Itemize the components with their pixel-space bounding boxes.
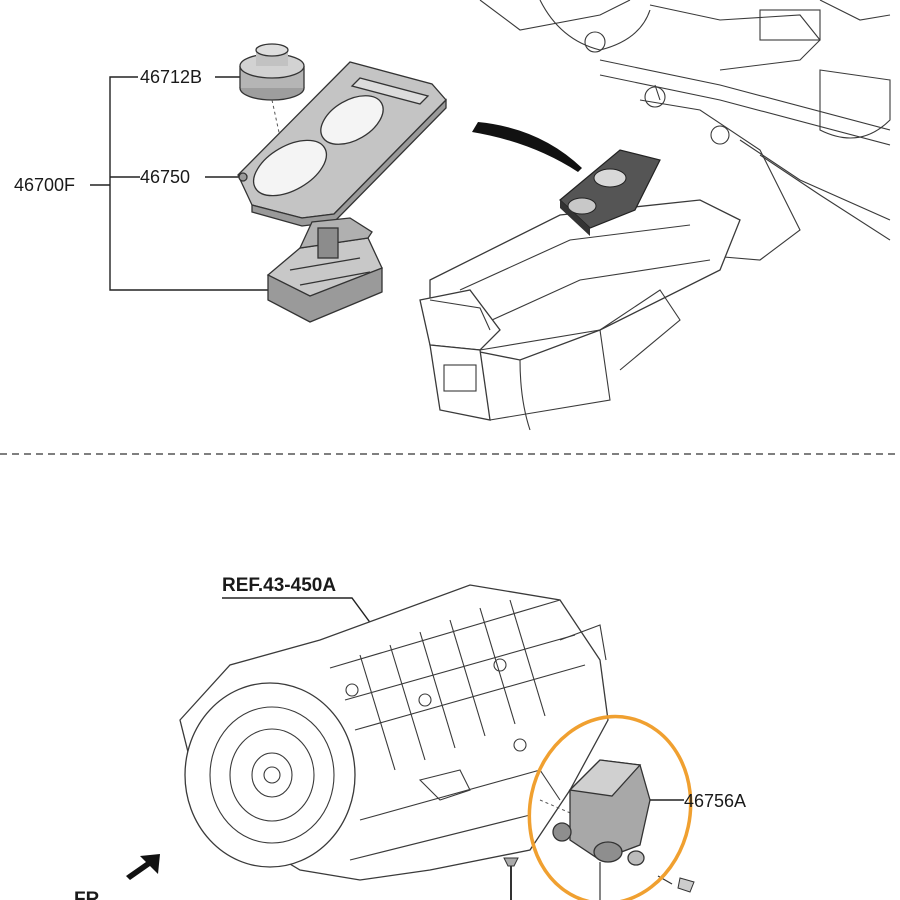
bracket-46700f <box>90 76 268 291</box>
arrow-left-down-icon <box>122 854 160 880</box>
label-46712b: 46712B <box>140 67 202 87</box>
shifter-assembly-group: 46700F 46712B 46750 <box>14 0 891 431</box>
label-46700f: 46700F <box>14 175 75 195</box>
front-marker: FR <box>74 854 160 900</box>
label-46756a: 46756A <box>684 791 746 811</box>
car-console-sketch <box>419 0 891 431</box>
label-fr: FR <box>74 889 100 900</box>
knob-part <box>239 43 305 101</box>
transmission-group: REF.43-450A <box>74 575 746 900</box>
label-46750: 46750 <box>140 167 190 187</box>
shifter-module-part <box>266 217 383 323</box>
actuator-part <box>552 759 651 900</box>
pointer-arrow <box>472 122 582 172</box>
label-ref-43-450a: REF.43-450A <box>222 575 336 596</box>
highlight-ring <box>527 714 693 900</box>
bolt-left <box>503 857 519 900</box>
bezel-part <box>237 61 447 227</box>
